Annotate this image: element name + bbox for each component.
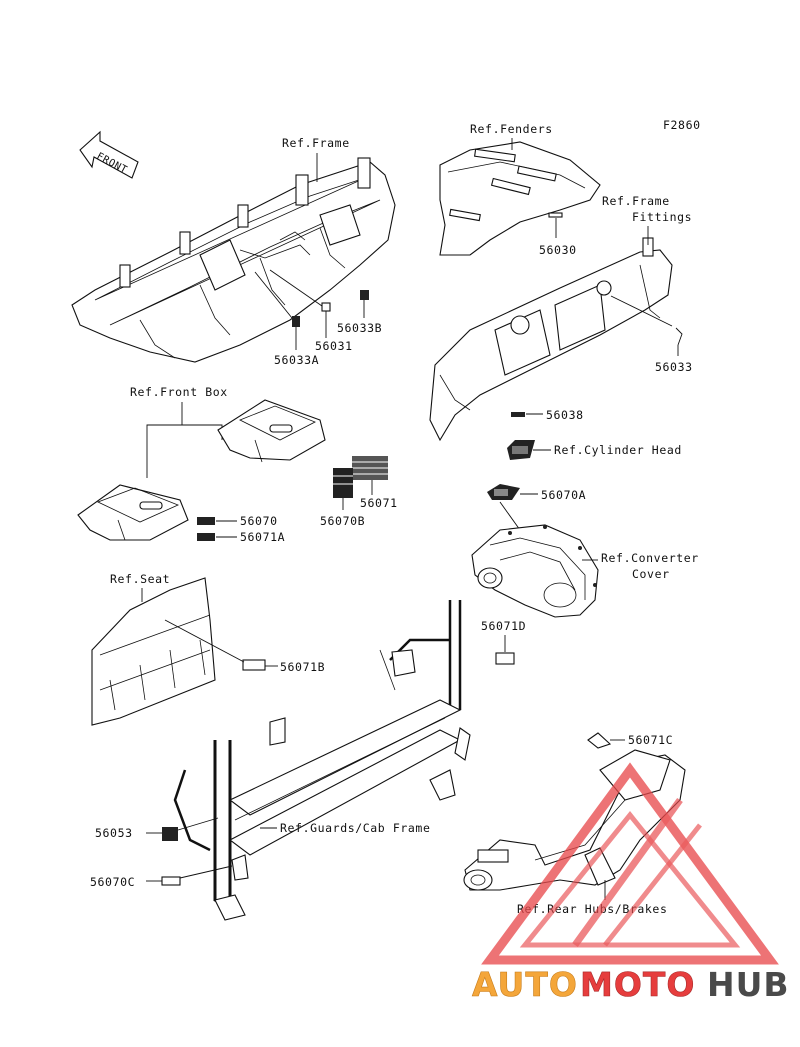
ref-front-box-label: Ref.Front Box <box>130 385 228 399</box>
decal-56053 <box>162 827 178 841</box>
decal-56038 <box>511 412 525 417</box>
fenders-drawing <box>439 141 601 256</box>
decal-56070C <box>161 876 181 886</box>
cab-frame-drawing <box>173 600 471 921</box>
part-56071A: 56071A <box>240 530 285 544</box>
part-56070: 56070 <box>240 514 278 528</box>
decal-56030 <box>548 212 563 218</box>
decal-56070 <box>197 517 215 525</box>
converter-cover-drawing <box>471 524 599 618</box>
decal-56071 <box>352 456 388 480</box>
decal-56071C <box>587 732 612 749</box>
watermark-auto: AUTO <box>472 965 578 1004</box>
watermark-hub: HUB <box>707 965 790 1004</box>
part-56053: 56053 <box>95 826 133 840</box>
part-56038: 56038 <box>546 408 584 422</box>
ref-fenders-label: Ref.Fenders <box>470 122 553 136</box>
front-box-lower-drawing <box>77 484 189 541</box>
rear-hubs-brakes-drawing <box>463 749 686 891</box>
part-56030: 56030 <box>539 243 577 257</box>
decal-56071B <box>242 659 266 671</box>
part-56071C: 56071C <box>628 733 673 747</box>
part-56071: 56071 <box>360 496 398 510</box>
ref-frame-fittings-label-1: Ref.Frame <box>602 194 670 208</box>
watermark-logo <box>481 762 779 965</box>
ref-converter-cover-label-1: Ref.Converter <box>601 551 699 565</box>
ref-seat-label: Ref.Seat <box>110 572 170 586</box>
cylinder-head-decal <box>507 440 535 460</box>
front-box-upper-drawing <box>217 399 326 463</box>
decal-56033A <box>292 316 300 327</box>
part-56071B: 56071B <box>280 660 325 674</box>
part-56033A: 56033A <box>274 353 319 367</box>
seat-drawing <box>91 577 216 726</box>
figure-code: F2860 <box>663 118 701 132</box>
ref-converter-cover-label-2: Cover <box>632 567 670 581</box>
decal-56031 <box>321 302 331 312</box>
decal-56070B <box>333 468 353 498</box>
ref-rear-hubs-brakes-label: Ref.Rear Hubs/Brakes <box>517 902 667 916</box>
part-56070B: 56070B <box>320 514 365 528</box>
decal-56071D <box>495 652 515 665</box>
ref-frame-label: Ref.Frame <box>282 136 350 150</box>
ref-cylinder-head-label: Ref.Cylinder Head <box>554 443 682 457</box>
watermark-moto: MOTO <box>580 965 695 1004</box>
part-56031: 56031 <box>315 339 353 353</box>
frame-fittings-drawing <box>429 237 673 442</box>
watermark-triangle-icon <box>481 762 779 965</box>
decal-56070A <box>487 484 520 500</box>
part-56070C: 56070C <box>90 875 135 889</box>
decal-56071A <box>197 533 215 541</box>
ref-guards-cab-frame-label: Ref.Guards/Cab Frame <box>280 821 430 835</box>
part-56033B: 56033B <box>337 321 382 335</box>
part-56070A: 56070A <box>541 488 586 502</box>
ref-frame-fittings-label-2: Fittings <box>632 210 692 224</box>
frame-drawing <box>71 157 396 363</box>
front-arrow-icon: FRONT <box>79 130 139 179</box>
decal-56033B <box>360 290 369 300</box>
part-56033: 56033 <box>655 360 693 374</box>
part-56071D: 56071D <box>481 619 526 633</box>
